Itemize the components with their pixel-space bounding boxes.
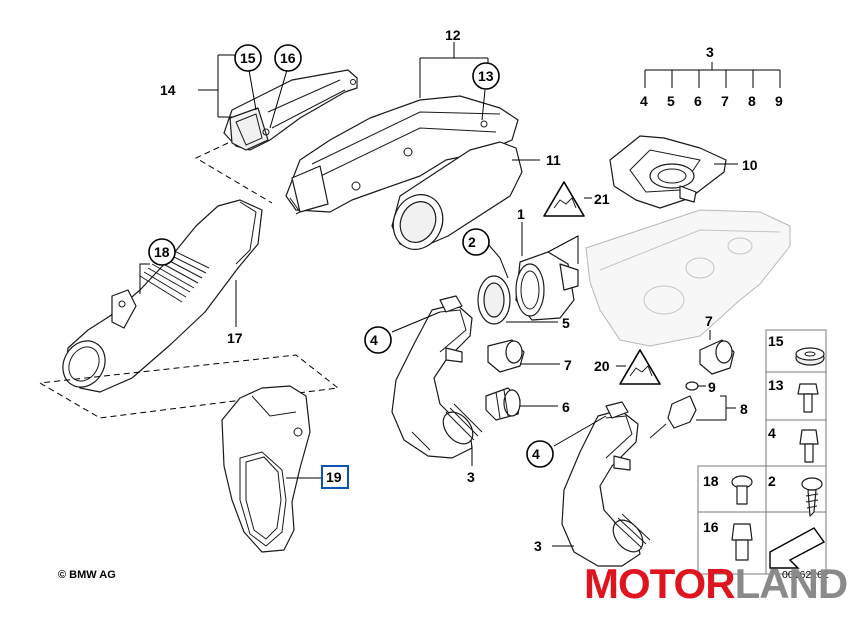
label-3-sub-6: 6 [694, 93, 702, 109]
label-17: 17 [227, 330, 243, 346]
label-19: 19 [326, 469, 342, 485]
callout-circle-4 [364, 326, 392, 354]
label-5: 5 [562, 315, 570, 331]
callout-circle-15 [234, 44, 262, 72]
label-4-alt: 4 [532, 446, 540, 462]
part-9-o-ring[interactable] [685, 381, 699, 391]
label-3-sub-8: 8 [748, 93, 756, 109]
part-7-hose-connector-alt[interactable] [699, 339, 735, 375]
warning-symbol-21 [543, 181, 585, 217]
label-2: 2 [468, 234, 476, 250]
callout-circle-2 [462, 228, 490, 256]
part-1-air-mass-meter[interactable] [515, 251, 579, 321]
table-label-16: 16 [703, 519, 719, 535]
callout-circle-13 [472, 62, 500, 90]
label-3-sub-9: 9 [775, 93, 783, 109]
label-7: 7 [564, 357, 572, 373]
label-3-sub-5: 5 [667, 93, 675, 109]
fastener-2-screw[interactable] [801, 477, 823, 517]
part-12-air-filter-housing[interactable] [285, 95, 519, 215]
engine-cylinder-head-cover [585, 209, 791, 347]
fastener-18-screw[interactable] [731, 475, 753, 505]
label-9: 9 [708, 379, 716, 395]
table-label-18: 18 [703, 473, 719, 489]
label-8: 8 [740, 401, 748, 417]
label-10: 10 [742, 157, 758, 173]
watermark-part-2: LAND [735, 560, 848, 607]
label-21: 21 [594, 191, 610, 207]
label-3-sub-7: 7 [721, 93, 729, 109]
fastener-16-bolt[interactable] [731, 523, 753, 561]
label-1: 1 [517, 206, 525, 222]
part-3-intake-hose[interactable] [391, 295, 483, 459]
document-id: 00162262 [782, 569, 829, 581]
fastener-13-bolt[interactable] [797, 383, 819, 413]
callout-circle-4-alt [526, 440, 554, 468]
label-11: 11 [546, 152, 561, 168]
arrow-symbol-icon [769, 527, 826, 569]
label-12: 12 [445, 27, 461, 43]
label-15: 15 [240, 50, 256, 66]
table-label-4: 4 [768, 425, 776, 441]
part-2-seal[interactable] [477, 275, 511, 325]
part-6-grommet[interactable] [485, 387, 521, 421]
table-label-13: 13 [768, 377, 784, 393]
warning-symbol-20 [619, 349, 661, 385]
part-8-connector[interactable] [649, 395, 697, 439]
label-13: 13 [478, 68, 494, 84]
callout-circle-16 [274, 44, 302, 72]
label-14: 14 [160, 82, 176, 98]
part-19-filter-housing-cover[interactable] [221, 385, 311, 553]
part-14-intake-snorkel[interactable] [223, 69, 358, 151]
part-17-intake-duct[interactable] [55, 199, 263, 395]
copyright-text: © BMW AG [58, 569, 116, 581]
label-3-alt: 3 [534, 538, 542, 554]
fastener-15-grommet[interactable] [795, 347, 825, 366]
label-20: 20 [594, 358, 610, 374]
label-3: 3 [467, 469, 475, 485]
label-18: 18 [154, 244, 170, 260]
label-16: 16 [280, 50, 296, 66]
label-4: 4 [370, 332, 378, 348]
label-3-sub-4: 4 [640, 93, 648, 109]
label-7-alt: 7 [705, 313, 713, 329]
label-3-header: 3 [706, 44, 714, 60]
watermark-part-1: MOTOR [584, 560, 735, 607]
watermark-logo: MOTORLAND [584, 560, 847, 607]
label-6: 6 [562, 399, 570, 415]
table-label-15: 15 [768, 333, 784, 349]
part-3-intake-hose-alt[interactable] [561, 401, 651, 567]
part-10-holder[interactable] [609, 135, 727, 209]
part-7-hose-connector[interactable] [487, 339, 525, 373]
callout-circle-18 [148, 238, 176, 266]
part-11-air-filter-element[interactable] [384, 141, 523, 258]
fastener-4-bolt[interactable] [799, 429, 819, 463]
table-label-2: 2 [768, 473, 776, 489]
label-19-highlight[interactable] [321, 465, 349, 489]
